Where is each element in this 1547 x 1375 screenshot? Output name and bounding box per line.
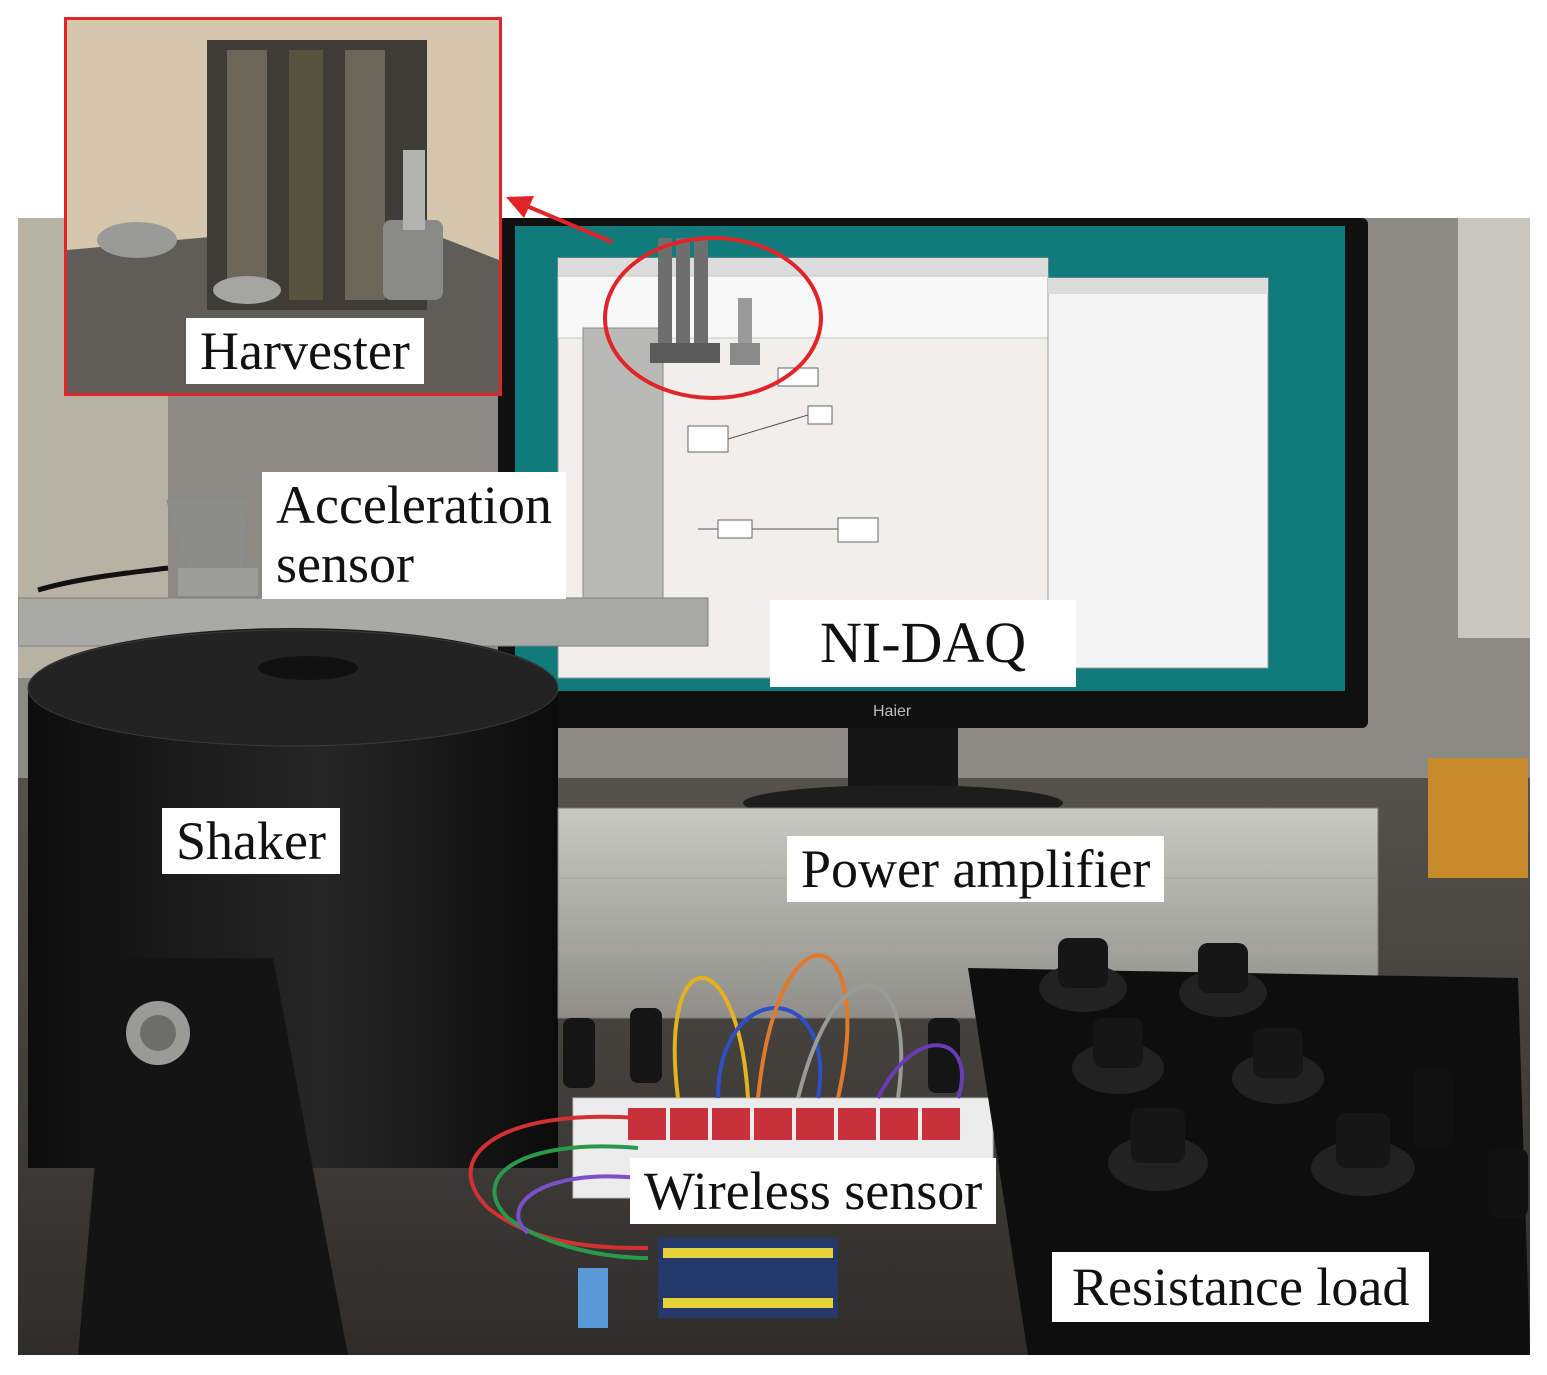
label-ni-daq: NI-DAQ bbox=[770, 600, 1077, 687]
monitor-brand-logo: Haier bbox=[873, 703, 912, 720]
harvester-inset-photo bbox=[64, 17, 502, 396]
label-acceleration-sensor: Acceleration sensor bbox=[262, 472, 566, 599]
label-acceleration-sensor-line1: Acceleration bbox=[276, 475, 552, 535]
label-harvester: Harvester bbox=[186, 318, 424, 385]
shaker-device bbox=[27, 628, 559, 1355]
label-power-amplifier: Power amplifier bbox=[787, 836, 1165, 903]
acceleration-sensor-device bbox=[37, 500, 258, 596]
label-shaker: Shaker bbox=[162, 808, 340, 875]
ni-daq-device bbox=[582, 327, 664, 639]
label-acceleration-sensor-line2: sensor bbox=[276, 534, 414, 595]
right-clutter bbox=[1428, 758, 1528, 878]
label-resistance-load: Resistance load bbox=[1052, 1252, 1430, 1323]
harvester-device bbox=[650, 238, 760, 365]
harvester-highlight-circle bbox=[603, 236, 823, 400]
right-window bbox=[1458, 218, 1530, 638]
lab-setup-photo: Haier bbox=[18, 218, 1530, 1355]
photo-illustration: Haier bbox=[18, 218, 1530, 1355]
label-wireless-sensor: Wireless sensor bbox=[630, 1158, 997, 1225]
